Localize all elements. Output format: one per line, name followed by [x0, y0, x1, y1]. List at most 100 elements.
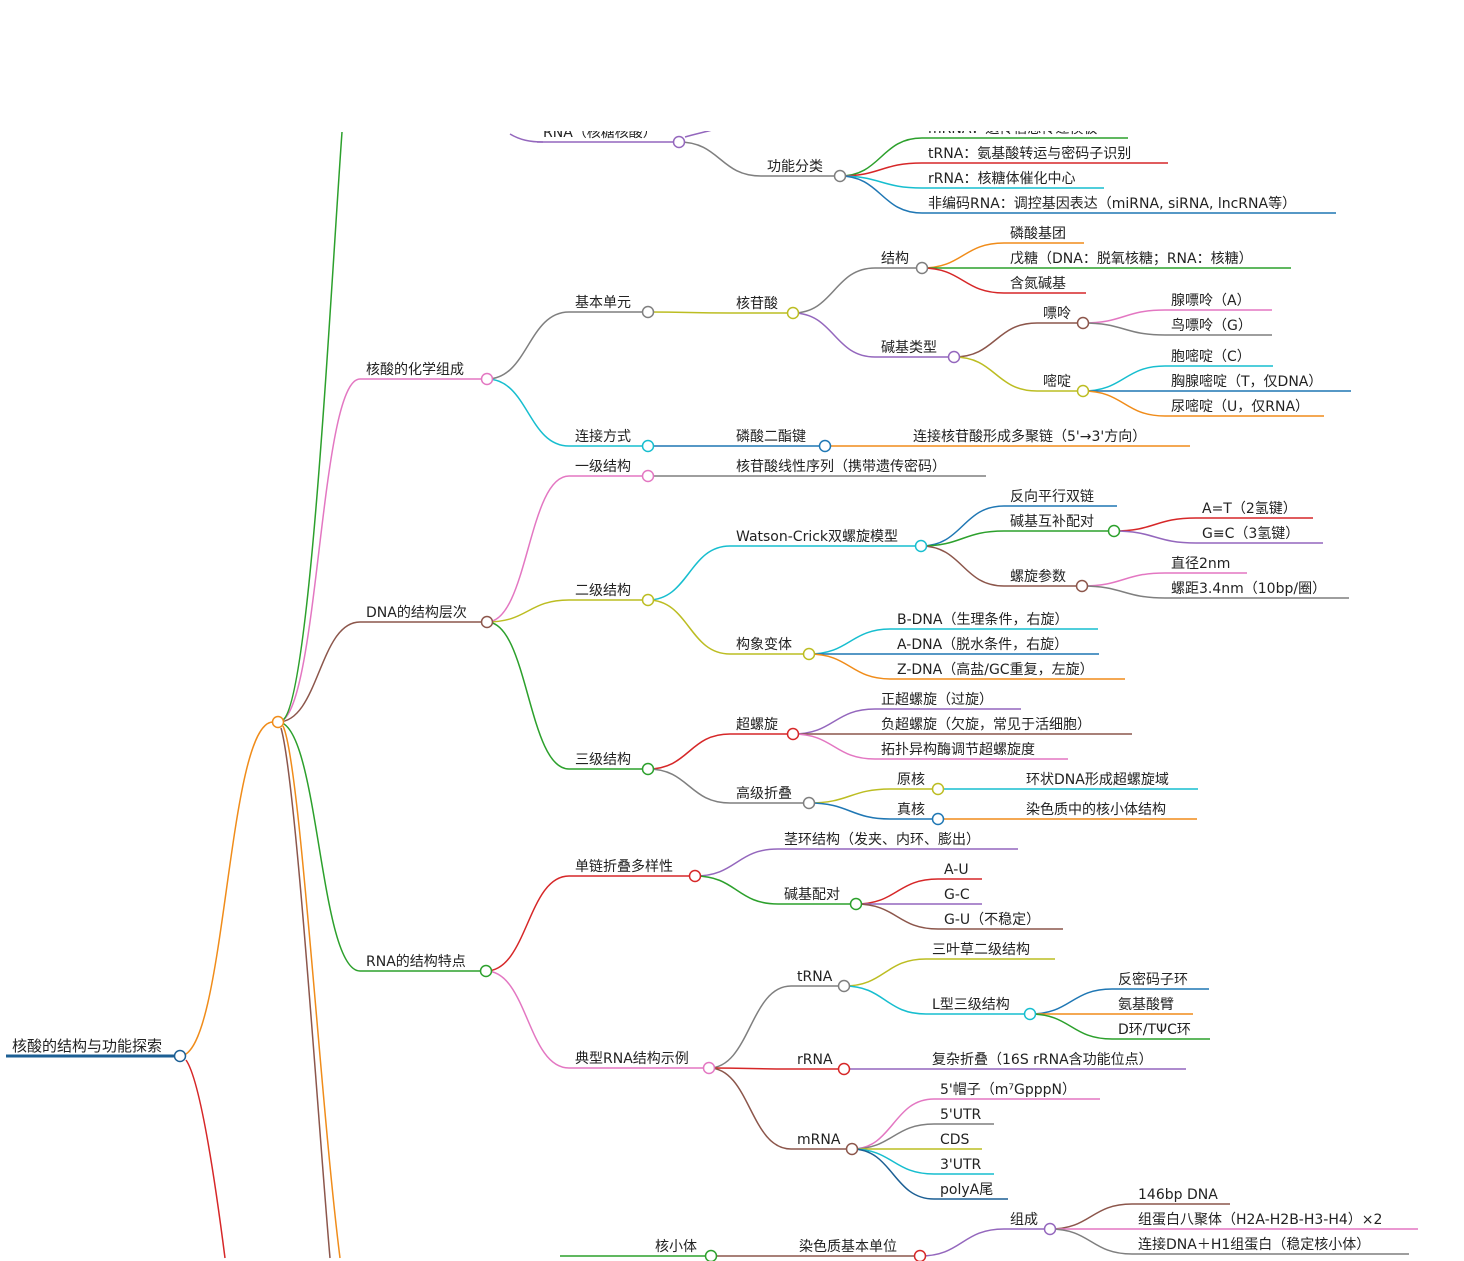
collapse-toggle-icon[interactable] — [786, 306, 800, 320]
node-n_fold[interactable]: 高级折叠 — [730, 785, 816, 810]
node-n_dna[interactable]: DNA的结构层次 — [360, 605, 494, 629]
node-f_nc[interactable]: 非编码RNA：调控基因表达（miRNA, siRNA, lncRNA等） — [922, 195, 1336, 214]
collapse-toggle-icon[interactable] — [913, 1249, 927, 1261]
node-n_conf[interactable]: 构象变体 — [730, 637, 816, 661]
node-pair_at[interactable]: A=T（2氢键） — [1196, 501, 1313, 519]
node-ek_t[interactable]: 染色质中的核小体结构 — [1020, 801, 1197, 820]
node-bp_au[interactable]: A-U — [938, 862, 982, 880]
collapse-toggle-icon[interactable] — [641, 439, 655, 453]
node-n_rrna[interactable]: rRNA — [791, 1052, 851, 1076]
node-c_b[interactable]: B-DNA（生理条件，右旋） — [891, 611, 1098, 630]
node-pair_gc[interactable]: G≡C（3氢键） — [1196, 526, 1323, 544]
node-sc_topo[interactable]: 拓扑异构酶调节超螺旋度 — [875, 742, 1068, 760]
node-n_ssfold[interactable]: 单链折叠多样性 — [569, 858, 702, 883]
node-m_3utr[interactable]: 3'UTR — [934, 1157, 994, 1175]
collapse-toggle-icon[interactable] — [672, 135, 686, 149]
collapse-toggle-icon[interactable] — [931, 812, 945, 826]
node-n_lshape[interactable]: L型三级结构 — [926, 997, 1037, 1021]
node-m_poly[interactable]: polyA尾 — [934, 1182, 1008, 1200]
node-m_cds[interactable]: CDS — [934, 1132, 982, 1150]
collapse-toggle-icon[interactable] — [704, 1249, 718, 1261]
collapse-toggle-icon[interactable] — [1076, 384, 1090, 398]
node-cp_link[interactable]: 连接DNA＋H1组蛋白（稳定核小体） — [1132, 1236, 1409, 1255]
collapse-toggle-icon[interactable] — [837, 1062, 851, 1076]
node-root[interactable]: 核酸的结构与功能探索 — [6, 1037, 187, 1063]
node-n_trna[interactable]: tRNA — [791, 969, 851, 993]
node-y_t[interactable]: 胸腺嘧啶（T，仅DNA） — [1165, 373, 1351, 392]
collapse-toggle-icon[interactable] — [480, 615, 494, 629]
node-hp_d[interactable]: 直径2nm — [1165, 555, 1247, 574]
node-c_a[interactable]: A-DNA（脱水条件，右旋） — [891, 636, 1099, 655]
collapse-toggle-icon[interactable] — [702, 1061, 716, 1075]
node-hp_p[interactable]: 螺距3.4nm（10bp/圈） — [1165, 581, 1349, 599]
node-n_euk[interactable]: 真核 — [891, 802, 945, 826]
node-ss_stem[interactable]: 茎环结构（发夹、内环、膨出） — [778, 831, 1018, 850]
node-n_mrna[interactable]: mRNA — [791, 1132, 859, 1156]
collapse-toggle-icon[interactable] — [480, 372, 494, 386]
collapse-toggle-icon[interactable] — [833, 169, 847, 183]
node-n_sec[interactable]: 二级结构 — [569, 583, 655, 607]
node-n_ex[interactable]: 典型RNA结构示例 — [569, 1051, 716, 1075]
node-t_clover[interactable]: 三叶草二级结构 — [926, 942, 1055, 960]
node-ls_anti[interactable]: 反密码子环 — [1112, 971, 1209, 990]
node-bp_gu[interactable]: G-U（不稳定） — [938, 912, 1063, 930]
node-ls_d[interactable]: D环/TΨC环 — [1112, 1022, 1210, 1040]
node-p_a[interactable]: 腺嘌呤（A） — [1165, 293, 1272, 311]
collapse-toggle-icon[interactable] — [1075, 579, 1089, 593]
node-ls_aa[interactable]: 氨基酸臂 — [1112, 996, 1193, 1015]
collapse-toggle-icon[interactable] — [641, 305, 655, 319]
node-n_comp[interactable]: 组成 — [1004, 1212, 1057, 1236]
node-sc_neg[interactable]: 负超螺旋（欠旋，常见于活细胞） — [875, 717, 1132, 735]
node-n_pur[interactable]: 嘌呤 — [1037, 306, 1090, 330]
collapse-toggle-icon[interactable] — [688, 869, 702, 883]
node-s_base[interactable]: 含氮碱基 — [1004, 275, 1086, 294]
node-n_func[interactable]: 功能分类 — [761, 159, 847, 183]
node-n_struct[interactable]: 结构 — [875, 251, 929, 275]
collapse-toggle-icon[interactable] — [802, 647, 816, 661]
collapse-toggle-icon[interactable] — [849, 897, 863, 911]
node-sc_pos[interactable]: 正超螺旋（过旋） — [875, 692, 1021, 710]
node-n_prok[interactable]: 原核 — [891, 772, 945, 796]
node-wc_anti[interactable]: 反向平行双链 — [1004, 489, 1117, 507]
node-n_ter[interactable]: 三级结构 — [569, 752, 655, 776]
node-n_pyr[interactable]: 嘧啶 — [1037, 373, 1090, 398]
node-n_unit[interactable]: 基本单元 — [569, 294, 655, 319]
collapse-toggle-icon[interactable] — [1076, 316, 1090, 330]
node-cp_oct[interactable]: 组蛋白八聚体（H2A-H2B-H3-H4）×2 — [1132, 1212, 1418, 1230]
node-c_z[interactable]: Z-DNA（高盐/GC重复，左旋） — [891, 661, 1125, 680]
collapse-toggle-icon[interactable] — [641, 469, 655, 483]
node-n_wc[interactable]: Watson-Crick双螺旋模型 — [730, 529, 928, 553]
node-n_link[interactable]: 连接方式 — [569, 428, 655, 453]
node-pk_t[interactable]: 环状DNA形成超螺旋域 — [1020, 772, 1198, 790]
node-n_pair[interactable]: 碱基互补配对 — [1004, 513, 1121, 538]
node-n_pde[interactable]: 磷酸二酯键 — [730, 429, 832, 453]
node-f_rrna[interactable]: rRNA：核糖体催化中心 — [922, 171, 1104, 189]
node-n_super[interactable]: 超螺旋 — [730, 717, 800, 741]
collapse-toggle-icon[interactable] — [914, 539, 928, 553]
node-rr_t[interactable]: 复杂折叠（16S rRNA含功能位点） — [926, 1051, 1186, 1070]
node-n_hparam[interactable]: 螺旋参数 — [1004, 568, 1089, 593]
node-l_chain[interactable]: 连接核苷酸形成多聚链（5'→3'方向） — [907, 428, 1190, 447]
collapse-toggle-icon[interactable] — [1023, 1007, 1037, 1021]
node-y_u[interactable]: 尿嘧啶（U，仅RNA） — [1165, 398, 1324, 417]
collapse-toggle-icon[interactable] — [818, 439, 832, 453]
collapse-toggle-icon[interactable] — [947, 350, 961, 364]
node-y_c[interactable]: 胞嘧啶（C） — [1165, 348, 1273, 367]
collapse-toggle-icon[interactable] — [1107, 524, 1121, 538]
collapse-toggle-icon[interactable] — [915, 261, 929, 275]
node-f_trna[interactable]: tRNA：氨基酸转运与密码子识别 — [922, 145, 1168, 164]
node-n_btype[interactable]: 碱基类型 — [875, 339, 961, 364]
collapse-toggle-icon[interactable] — [802, 796, 816, 810]
node-n_bp[interactable]: 碱基配对 — [778, 886, 863, 911]
collapse-toggle-icon[interactable] — [837, 979, 851, 993]
collapse-toggle-icon[interactable] — [845, 1142, 859, 1156]
collapse-toggle-icon[interactable] — [173, 1049, 187, 1063]
collapse-toggle-icon[interactable] — [271, 715, 285, 729]
node-cp_dna[interactable]: 146bp DNA — [1132, 1187, 1230, 1205]
node-n_nucleo[interactable]: 核小体 — [649, 1239, 718, 1261]
node-n_chem[interactable]: 核酸的化学组成 — [360, 362, 494, 386]
node-s_phos[interactable]: 磷酸基团 — [1004, 225, 1084, 244]
node-n_rna[interactable]: RNA的结构特点 — [360, 954, 493, 978]
collapse-toggle-icon[interactable] — [641, 762, 655, 776]
collapse-toggle-icon[interactable] — [1043, 1222, 1057, 1236]
